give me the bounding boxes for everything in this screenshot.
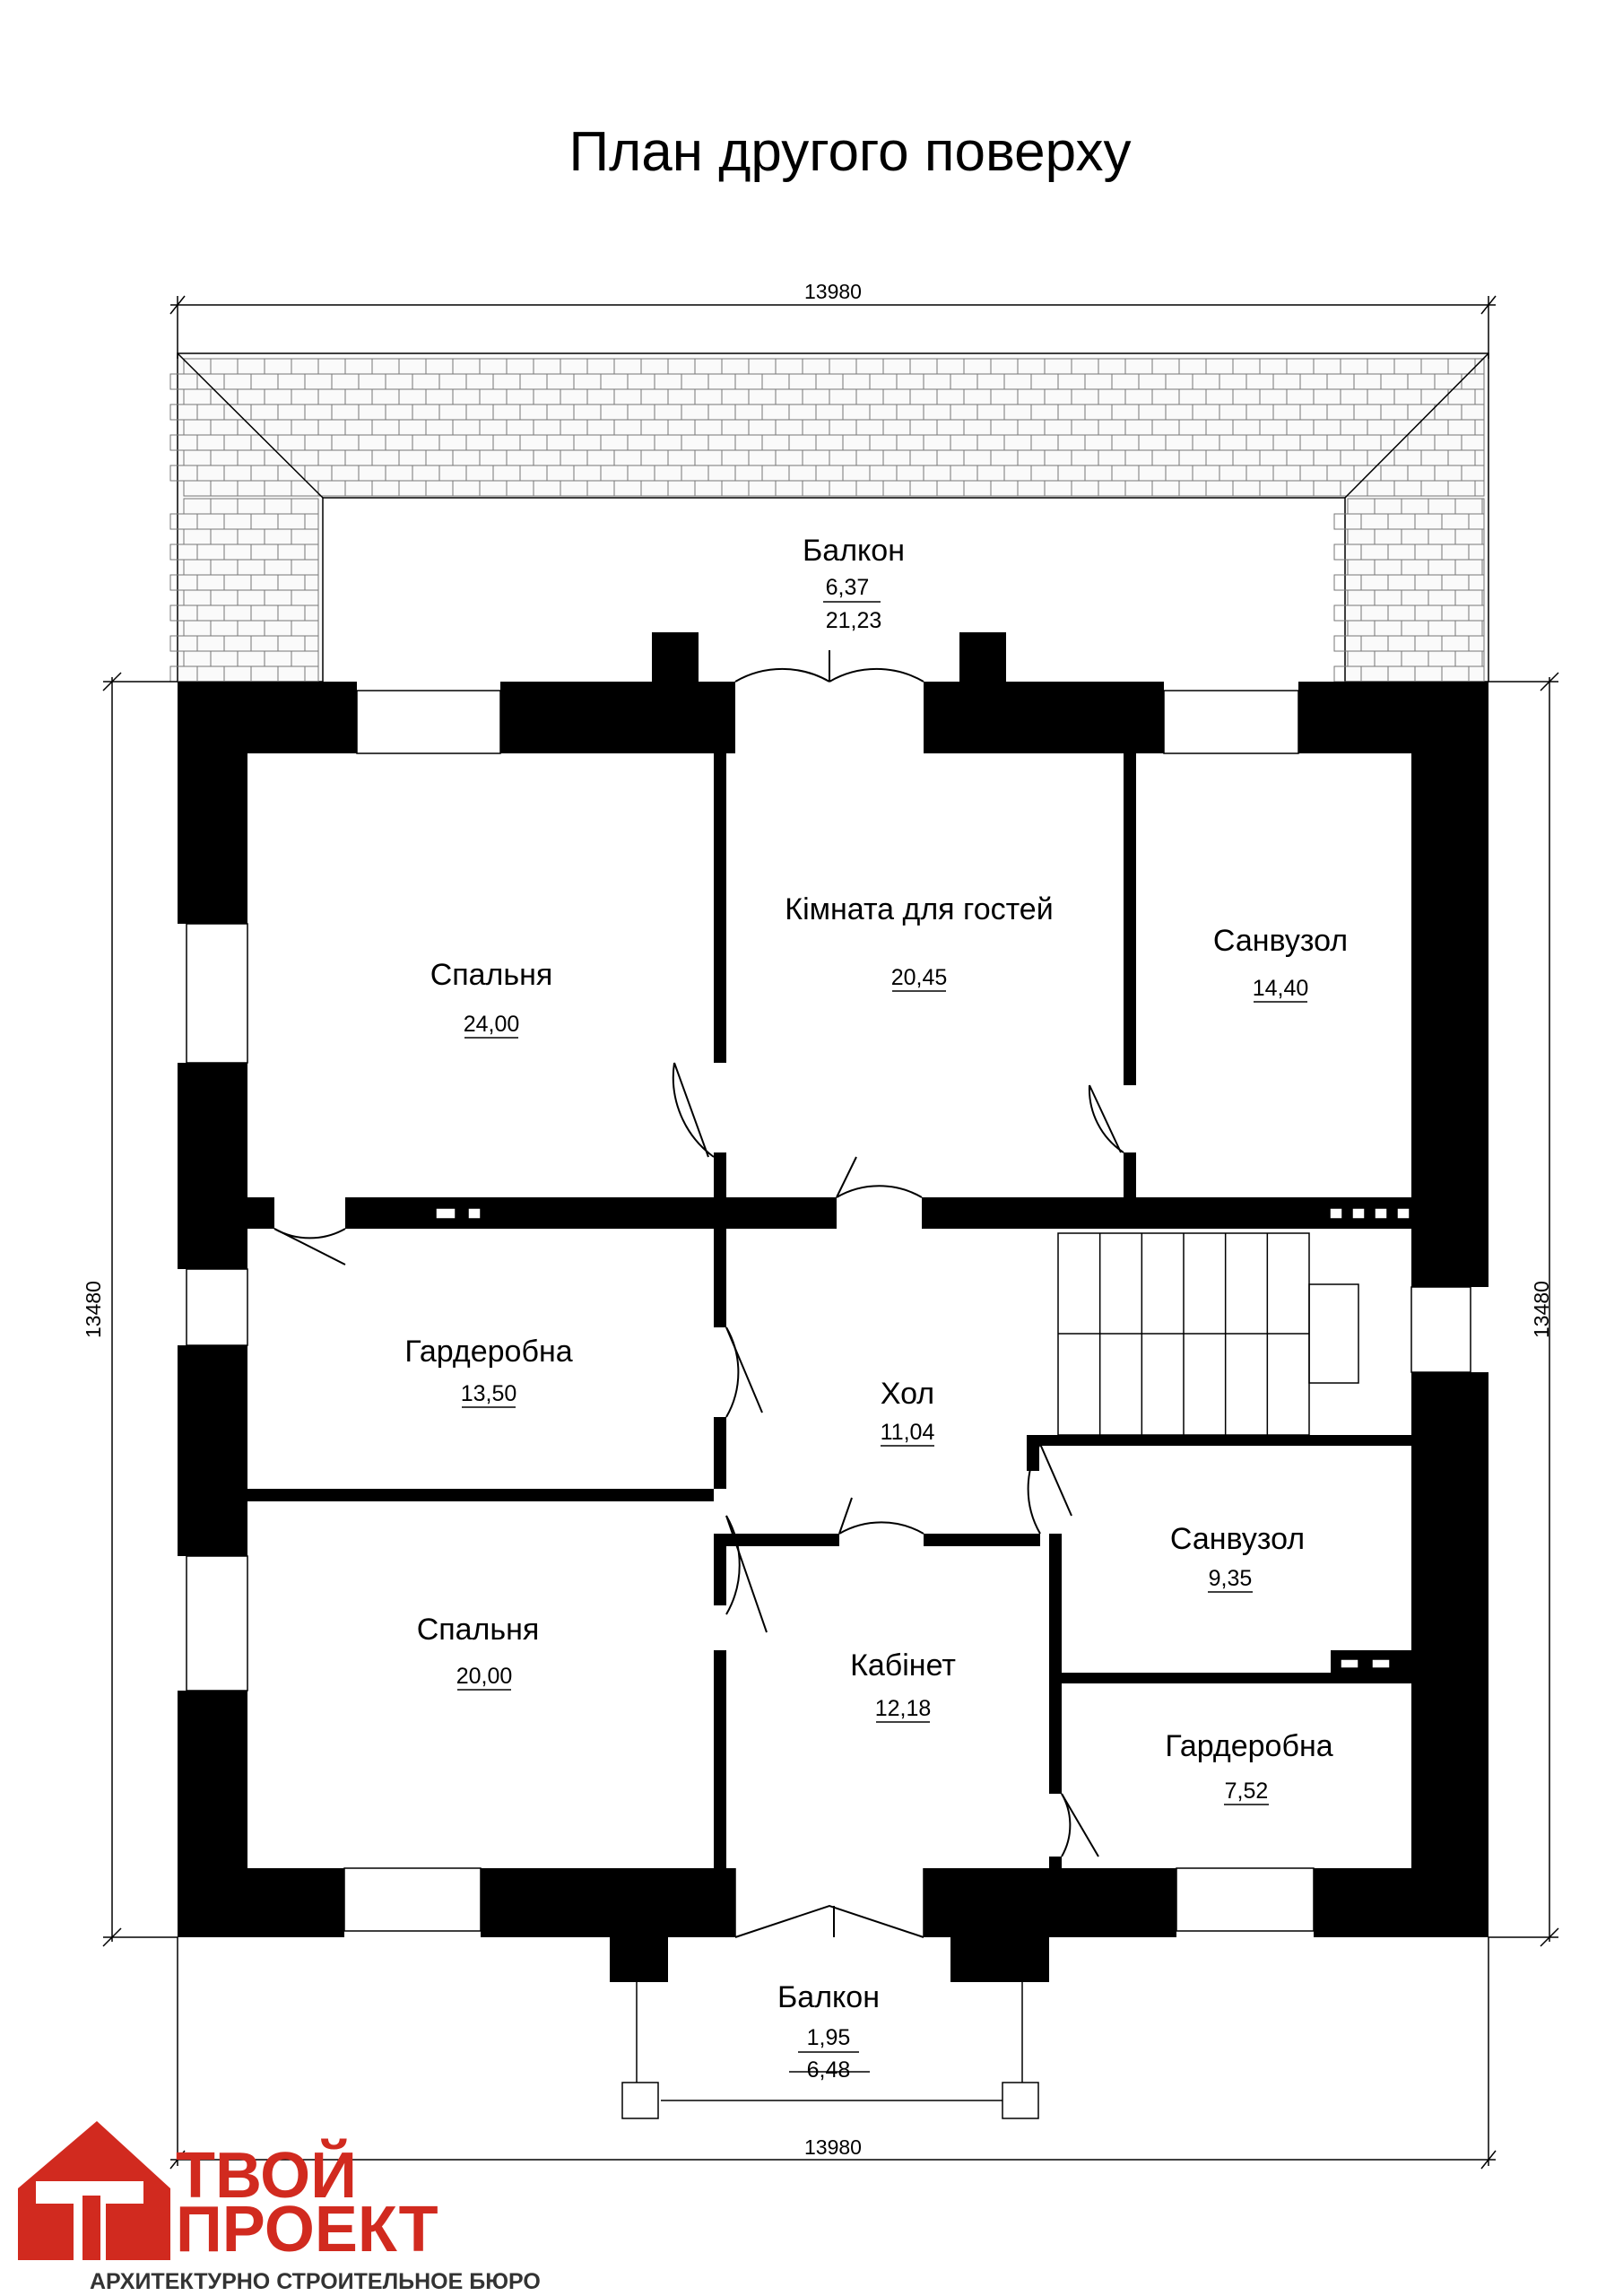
- windows: [186, 690, 1471, 1932]
- roof-tiles: [169, 352, 1489, 683]
- room-guest-room: Кімната для гостей 20,45: [785, 892, 1054, 992]
- room-name: Спальня: [430, 958, 553, 992]
- logo-subtitle: АРХИТЕКТУРНО СТРОИТЕЛЬНОЕ БЮРО: [90, 2269, 541, 2294]
- room-name: Санвузол: [1170, 1522, 1305, 1556]
- room-bathroom-right: Санвузол 9,35: [1170, 1522, 1305, 1593]
- dimension-bottom: 13980: [804, 2135, 862, 2159]
- bottom-balcony: [621, 1982, 1039, 2119]
- room-area-secondary: 21,23: [826, 608, 882, 633]
- room-office: Кабінет 12,18: [850, 1648, 956, 1723]
- logo-line2: ПРОЕКТ: [176, 2194, 438, 2266]
- room-name: Гардеробна: [404, 1335, 572, 1369]
- staircase: [1057, 1232, 1359, 1436]
- room-area: 24,00: [464, 1012, 520, 1037]
- room-area: 9,35: [1209, 1566, 1253, 1591]
- room-bedroom-top: Спальня 24,00: [430, 958, 553, 1039]
- interior-walls: [247, 753, 1412, 1868]
- room-name: Спальня: [417, 1613, 540, 1647]
- exterior-walls: [178, 632, 1488, 1982]
- room-area: 20,45: [891, 965, 948, 990]
- room-name: Санвузол: [1213, 924, 1348, 958]
- room-area: 13,50: [461, 1381, 517, 1406]
- room-name: Гардеробна: [1165, 1729, 1332, 1763]
- dimension-top: 13980: [804, 280, 862, 303]
- logo-line1: ТВОЙ: [176, 2138, 357, 2212]
- room-hall: Хол 11,04: [881, 1377, 935, 1447]
- room-area: 12,18: [875, 1696, 932, 1721]
- company-logo: ТВОЙ ПРОЕКТ АРХИТЕКТУРНО СТРОИТЕЛЬНОЕ БЮ…: [18, 2121, 541, 2294]
- doors: [273, 650, 1124, 1938]
- room-balcony-top: Балкон 6,37 21,23: [803, 534, 905, 633]
- room-name: Балкон: [803, 534, 905, 568]
- room-area: 7,52: [1225, 1779, 1269, 1804]
- room-area: 1,95: [807, 2025, 851, 2050]
- room-balcony-bottom: Балкон 1,95 6,48: [777, 1980, 880, 2083]
- plan-title: План другого поверху: [569, 121, 1132, 183]
- room-name: Хол: [881, 1377, 934, 1411]
- room-name: Кабінет: [850, 1648, 956, 1683]
- dimension-right: 13480: [1530, 1281, 1553, 1338]
- dimension-left: 13480: [82, 1281, 105, 1338]
- room-area: 20,00: [456, 1664, 513, 1689]
- dimension-lines: [102, 295, 1559, 2170]
- room-wardrobe-right: Гардеробна 7,52: [1165, 1729, 1333, 1805]
- room-name: Кімната для гостей: [785, 892, 1053, 926]
- vent-ducts: [435, 1207, 1410, 1220]
- room-bathroom-top: Санвузол 14,40: [1213, 924, 1348, 1003]
- room-wardrobe-left: Гардеробна 13,50: [404, 1335, 573, 1408]
- room-area-secondary: 6,48: [807, 2057, 851, 2083]
- room-name: Балкон: [777, 1980, 880, 2014]
- room-area: 11,04: [881, 1420, 935, 1445]
- room-area: 6,37: [826, 575, 870, 600]
- room-area: 14,40: [1253, 976, 1309, 1001]
- room-bedroom-bottom: Спальня 20,00: [417, 1613, 540, 1691]
